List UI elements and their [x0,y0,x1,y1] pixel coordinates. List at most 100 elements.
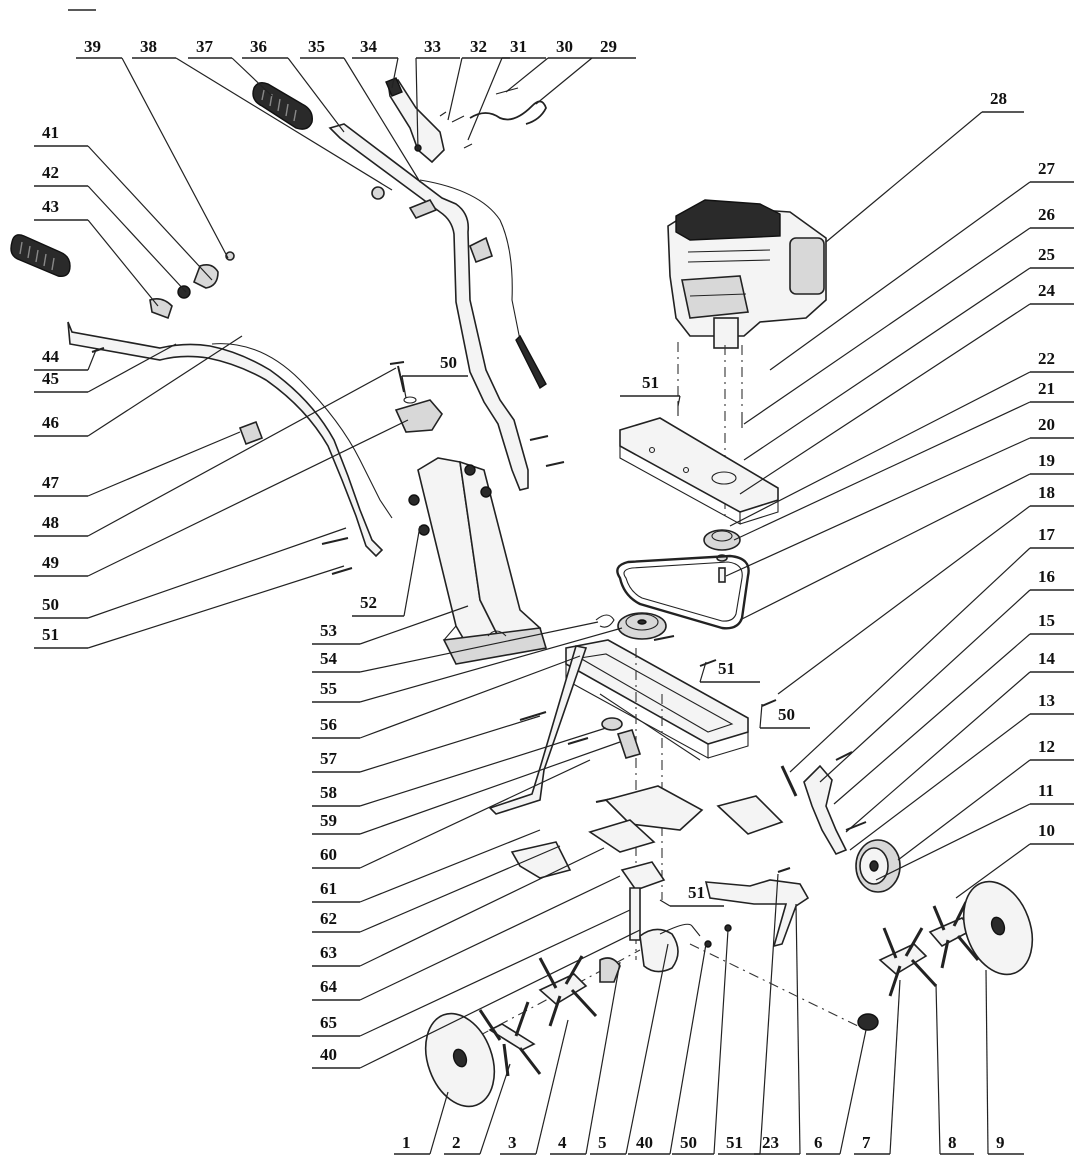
callout-leader [819,589,1031,783]
column-bolts [321,537,353,575]
callout-c50a: 50 [34,527,347,619]
callout-number: 35 [308,37,325,56]
callout-leader [87,185,187,293]
callout-leader [833,633,1031,805]
callout-number: 8 [948,1133,957,1152]
callout-leader [739,473,1031,621]
callout-number: 42 [42,163,59,182]
callout-leader [889,979,901,1155]
left-side-disc [424,1012,496,1108]
callout-leader [401,375,407,399]
guard-plate-left [510,841,572,879]
callout-number: 64 [320,977,338,996]
callout-c49: 49 [34,419,409,577]
callout-number: 10 [1038,821,1055,840]
callout-leader [359,845,561,933]
callout-leader [769,181,1031,371]
callout-c27: 27 [769,159,1074,371]
callout-leader [87,527,347,619]
callout-number: 2 [452,1133,461,1152]
callout-number: 54 [320,649,338,668]
callout-number: 39 [84,37,101,56]
callout-c19: 19 [739,451,1074,621]
callout-c53: 53 [312,605,469,645]
callout-number: 41 [42,123,59,142]
callout-c36: 36 [242,37,345,133]
throttle-cable [419,179,541,381]
right-tines [857,901,980,1031]
callout-number: 57 [320,749,338,768]
callout-number: 46 [42,413,59,432]
callout-c6: 6 [806,1029,867,1155]
callout-number: 6 [814,1133,823,1152]
clutch-rod [488,645,588,815]
callout-leader [359,605,469,645]
callout-leader [87,349,97,371]
frame-tray [565,639,749,761]
callout-c58: 58 [312,727,607,807]
callout-leader [429,1091,449,1155]
callout-number: 50 [778,705,795,724]
callout-leader [359,909,631,1037]
callout-leader [505,57,549,93]
callout-leader [359,847,605,967]
callout-c2: 2 [444,1063,511,1155]
callout-c10: 10 [955,821,1074,899]
callout-c40b: 40 [628,943,707,1155]
callout-number: 50 [680,1133,697,1152]
callout-c13: 13 [849,691,1074,851]
callout-c59: 59 [312,741,621,835]
callout-leader [121,57,229,259]
spring-coil [601,717,623,731]
callout-number: 30 [556,37,573,56]
callout-number: 15 [1038,611,1055,630]
callout-leader [875,803,1031,881]
callout-c9: 9 [985,969,1024,1155]
callout-c52: 52 [352,525,421,617]
engine-bolts [677,402,743,428]
callout-number: 23 [762,1133,779,1152]
axle-collar [599,957,621,983]
callout-number: 7 [862,1133,871,1152]
callout-number: 18 [1038,483,1055,502]
callout-number: 51 [718,659,735,678]
cable-clamp [408,199,438,219]
grip-nut [371,186,385,200]
lower-grip [10,234,71,277]
callout-number: 24 [1038,281,1056,300]
callout-leader [359,741,621,835]
callout-leader [585,961,621,1155]
callout-number: 13 [1038,691,1055,710]
callout-number: 38 [140,37,157,56]
driven-pulley [617,612,667,640]
callout-c51e: 51 [718,873,779,1155]
callout-number: 43 [42,197,59,216]
wheel-arm [803,764,848,855]
upper-grip [252,81,313,130]
callout-number: 32 [470,37,487,56]
callout-number: 51 [726,1133,743,1152]
cable-clip-lower [238,420,264,446]
callout-number: 56 [320,715,337,734]
callout-leader [359,715,541,773]
callout-number: 27 [1038,159,1056,178]
v-belt-inner [623,561,743,622]
callout-c30: 30 [505,37,592,93]
column-nut-2 [480,486,492,498]
callout-number: 50 [42,595,59,614]
cable-end [515,334,547,390]
callout-c50c: 50 [759,703,810,729]
guard-plate-center [604,785,704,831]
callout-number: 63 [320,943,337,962]
callout-number: 14 [1038,649,1056,668]
callout-c26: 26 [743,205,1074,425]
callout-c62: 62 [312,845,561,933]
callout-number: 47 [42,473,60,492]
callout-leader [839,1029,867,1155]
callout-number: 44 [42,347,60,366]
callout-number: 40 [320,1045,337,1064]
callout-number: 48 [42,513,59,532]
callout-leader [789,547,1031,773]
callout-c24: 24 [739,281,1074,495]
